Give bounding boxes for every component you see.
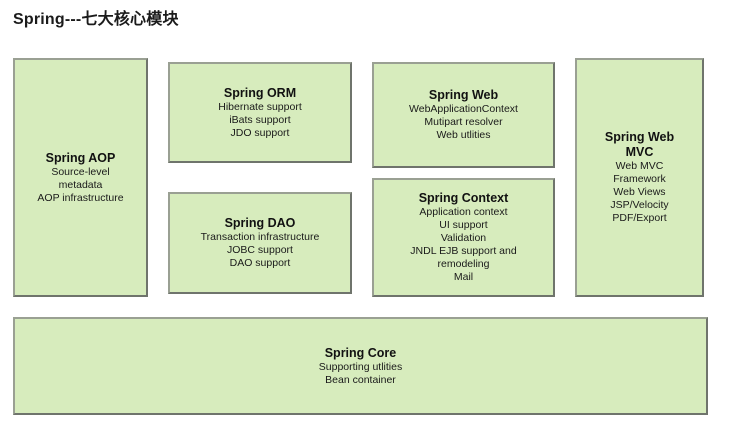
module-line: WebApplicationContext	[409, 103, 518, 115]
module-lines-spring-core: Supporting utlities Bean container	[319, 361, 402, 387]
module-line: Mutipart resolver	[424, 116, 503, 128]
module-box-spring-core: Spring Core Supporting utlities Bean con…	[13, 317, 708, 415]
page-title: Spring---七大核心模块	[13, 11, 179, 28]
module-box-spring-web-mvc: Spring Web MVC Web MVC Framework Web Vie…	[575, 58, 704, 297]
module-line: PDF/Export	[612, 212, 667, 224]
module-line: JOBC support	[227, 244, 293, 256]
module-line: Web Views	[613, 186, 666, 198]
module-title-spring-dao: Spring DAO	[224, 216, 296, 230]
module-lines-spring-context: Application context UI support Validatio…	[410, 206, 516, 284]
module-line: Framework	[613, 173, 666, 185]
module-line: Bean container	[325, 373, 396, 386]
module-line: metadata	[58, 178, 103, 191]
module-line: JSP/Velocity	[610, 199, 669, 211]
module-line: Supporting utlities	[318, 360, 403, 373]
module-line: AOP infrastructure	[37, 191, 124, 204]
module-title-spring-orm: Spring ORM	[223, 85, 297, 100]
module-line: Transaction infrastructure	[200, 231, 320, 243]
module-box-spring-web: Spring Web WebApplicationContext Mutipar…	[372, 62, 555, 168]
module-line: iBats support	[229, 113, 291, 126]
module-box-spring-dao: Spring DAO Transaction infrastructure JO…	[168, 192, 352, 294]
module-line: remodeling	[437, 258, 490, 270]
module-box-spring-orm: Spring ORM Hibernate support iBats suppo…	[168, 62, 352, 163]
module-title-spring-web: Spring Web	[428, 88, 499, 102]
module-lines-spring-aop: Source-level metadata AOP infrastructure	[37, 166, 123, 205]
module-title-spring-core: Spring Core	[324, 345, 397, 360]
module-line: DAO support	[229, 257, 291, 269]
module-line: JDO support	[230, 126, 290, 139]
module-line: Hibernate support	[218, 100, 302, 113]
module-lines-spring-web: WebApplicationContext Mutipart resolver …	[409, 103, 518, 142]
module-lines-spring-dao: Transaction infrastructure JOBC support …	[201, 231, 320, 270]
module-title-spring-aop: Spring AOP	[45, 150, 116, 165]
module-line: UI support	[439, 219, 488, 231]
module-title-spring-context: Spring Context	[418, 191, 509, 205]
module-line: Mail	[453, 271, 474, 283]
module-title-spring-web-mvc: Spring Web MVC	[604, 130, 675, 159]
module-line: Source-level	[51, 165, 110, 178]
module-line: Web MVC	[615, 160, 664, 172]
module-line: Validation	[440, 232, 487, 244]
module-line: Application context	[419, 206, 508, 218]
module-line: JNDL EJB support and	[410, 245, 517, 257]
module-box-spring-aop: Spring AOP Source-level metadata AOP inf…	[13, 58, 148, 297]
module-box-spring-context: Spring Context Application context UI su…	[372, 178, 555, 297]
module-line: Web utlities	[436, 129, 491, 141]
module-lines-spring-orm: Hibernate support iBats support JDO supp…	[218, 101, 301, 140]
module-lines-spring-web-mvc: Web MVC Framework Web Views JSP/Velocity…	[610, 160, 668, 225]
